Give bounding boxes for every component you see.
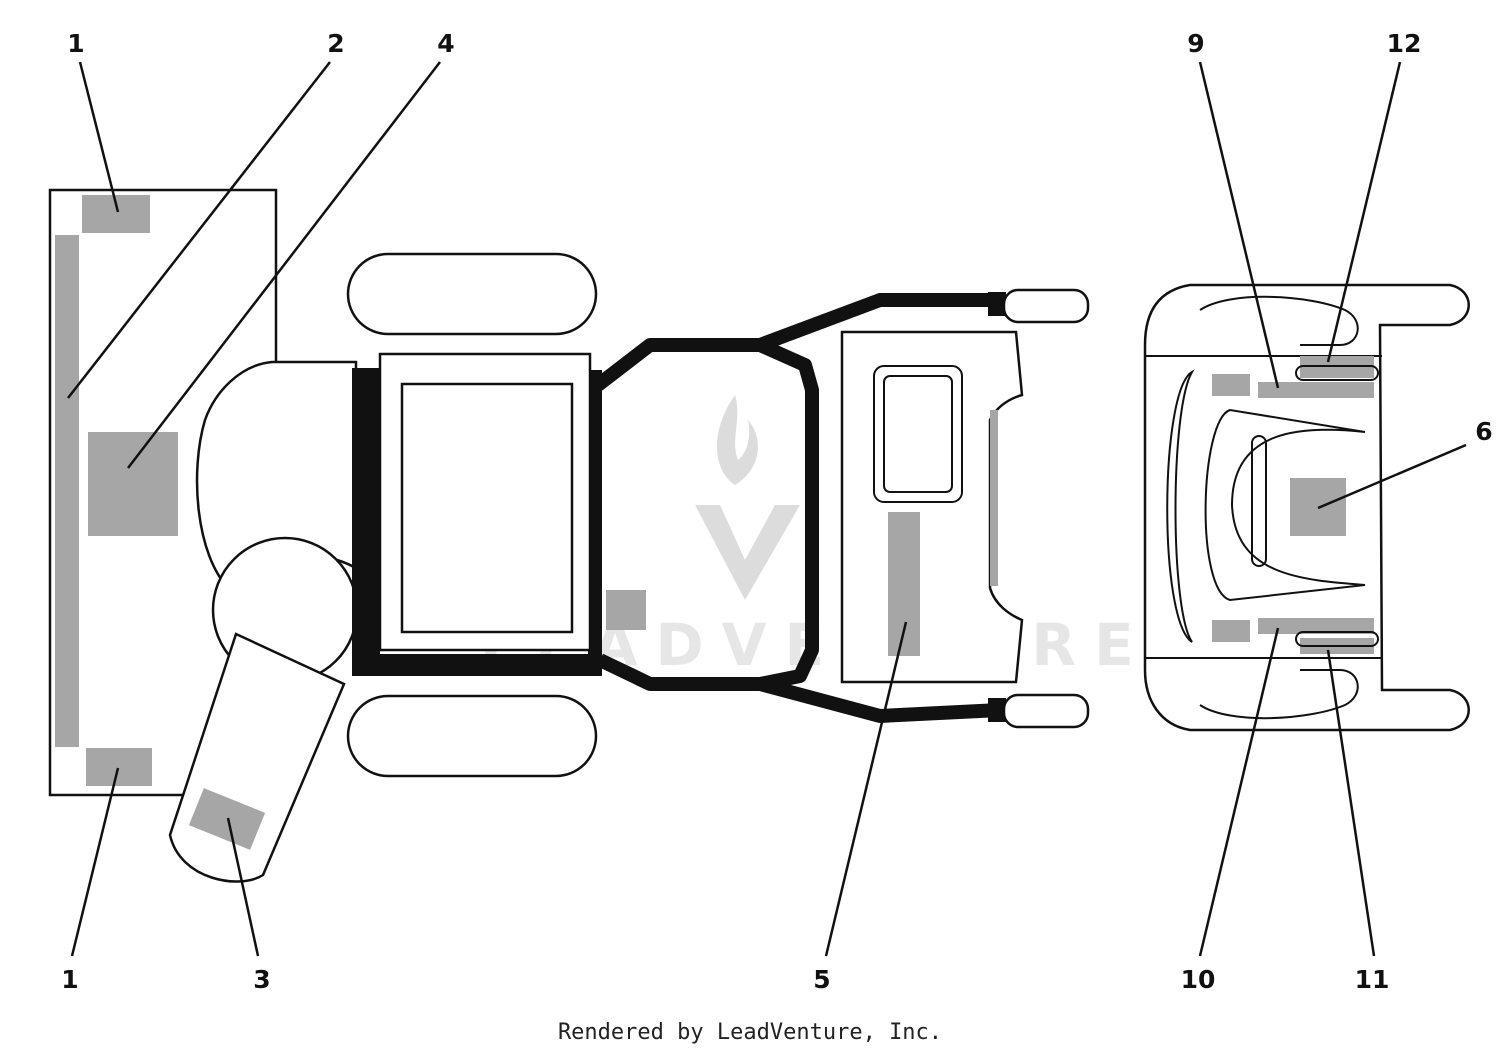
rear-view [1143, 283, 1470, 732]
leader-12 [1326, 61, 1402, 363]
decal-1-bottom [86, 748, 152, 786]
leader-5 [824, 621, 908, 957]
leader-3 [226, 817, 260, 957]
callout-4: 4 [437, 29, 454, 58]
callout-6: 6 [1475, 417, 1492, 446]
callout-1-bottom: 1 [61, 965, 78, 994]
decal-4 [88, 432, 178, 536]
handle-arm-top [757, 293, 1000, 352]
lever-top [1295, 365, 1379, 381]
leader-1-bottom [70, 767, 120, 957]
leader-6 [1317, 443, 1467, 510]
callout-12: 12 [1387, 29, 1422, 58]
callout-5: 5 [813, 965, 830, 994]
decal-9 [1258, 382, 1374, 398]
handle-frame [593, 338, 819, 691]
engine-cover [400, 382, 574, 634]
panel-window-inner [883, 375, 953, 493]
wheel-top [346, 252, 598, 336]
callout-10: 10 [1181, 965, 1216, 994]
grip-collar-bottom [988, 698, 1006, 722]
grip-top [1002, 288, 1090, 324]
leader-1-top [78, 61, 120, 213]
grip-bottom [1002, 693, 1090, 729]
console-left-curve [1166, 369, 1195, 643]
leader-11 [1326, 649, 1376, 957]
handle-arm-bottom [758, 677, 1001, 723]
callout-2: 2 [327, 29, 344, 58]
callout-3: 3 [253, 965, 270, 994]
leader-lines [67, 61, 1467, 957]
console-arch-bottom [1199, 669, 1359, 720]
panel-side-decal [990, 410, 998, 586]
leader-9 [1198, 61, 1280, 389]
leader-4 [127, 61, 441, 469]
callout-1-top: 1 [67, 29, 84, 58]
console-center-curve [1204, 408, 1366, 602]
rendered-by-footer: Rendered by LeadVenture, Inc. [557, 1020, 943, 1045]
wheel-bottom [346, 694, 598, 778]
leader-2 [67, 61, 331, 399]
grip-collar-top [988, 292, 1006, 316]
decal-9-left [1212, 374, 1250, 396]
callout-11: 11 [1355, 965, 1390, 994]
leader-10 [1198, 627, 1280, 957]
decal-10 [1258, 618, 1374, 634]
decal-2 [55, 235, 79, 747]
callout-9: 9 [1187, 29, 1204, 58]
decal-frame [606, 590, 646, 630]
machine-top-view [48, 188, 1090, 883]
panel-window-outer [873, 365, 963, 503]
control-panel [840, 330, 1024, 684]
decal-10-left [1212, 620, 1250, 642]
console-slot [1251, 435, 1267, 567]
lever-bottom [1295, 631, 1379, 647]
callout-labels: 1 2 4 1 3 5 9 12 6 10 11 [61, 29, 1492, 994]
frame-right-bar [588, 370, 602, 676]
frame-left-bar [352, 368, 380, 674]
frame-bottom-bar [352, 654, 598, 676]
